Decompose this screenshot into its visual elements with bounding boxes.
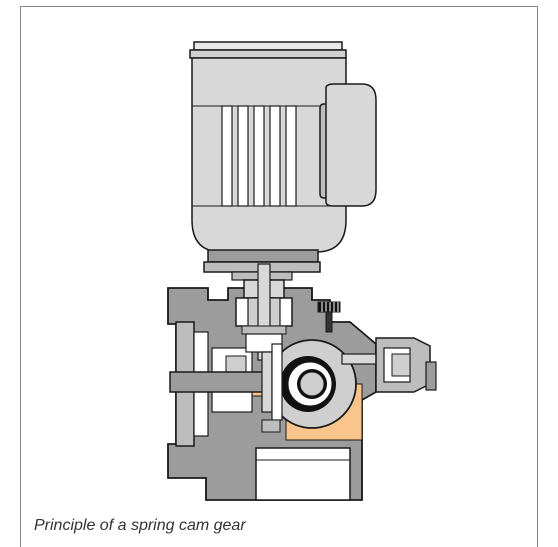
cam-icon bbox=[267, 339, 357, 429]
motor-top-ring bbox=[189, 49, 347, 59]
motor-flange bbox=[207, 249, 319, 263]
fin bbox=[237, 105, 249, 207]
fin bbox=[221, 105, 233, 207]
fin bbox=[269, 105, 281, 207]
gear-knob-icon bbox=[317, 301, 341, 333]
right-connector bbox=[341, 337, 437, 393]
motor bbox=[189, 41, 377, 281]
figure-caption: Principle of a spring cam gear bbox=[34, 517, 246, 534]
housing-bottom-cutout bbox=[255, 447, 351, 501]
fin bbox=[285, 105, 297, 207]
fin bbox=[253, 105, 265, 207]
motor-top-cap bbox=[193, 41, 343, 51]
motor-fan-icon bbox=[325, 83, 377, 207]
stroke-rod bbox=[169, 343, 283, 433]
figure-frame bbox=[20, 6, 538, 547]
